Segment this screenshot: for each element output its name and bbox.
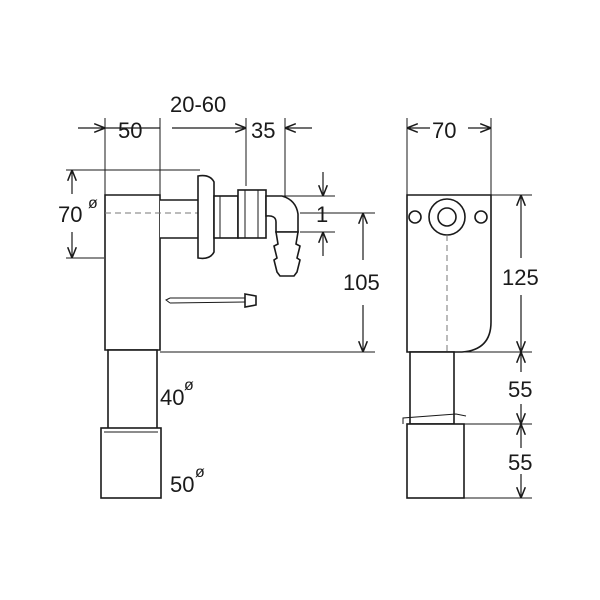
dim-1-label: 1 (316, 202, 328, 227)
dim-50-label: 50 (118, 118, 142, 143)
side-view (100, 174, 301, 499)
dim-35-label: 35 (251, 118, 275, 143)
dim-70-dia-symbol: ø (88, 195, 98, 212)
screw-hole-right (474, 210, 488, 224)
dim-105-label: 105 (343, 270, 380, 295)
pipe-50 (100, 427, 162, 499)
dim-50-dia-label: 50 (170, 472, 194, 497)
union-nut (213, 195, 239, 239)
horizontal-arm (160, 199, 201, 239)
front-boss-inner (437, 207, 457, 227)
dim-right-70-label: 70 (432, 118, 456, 143)
front-view (402, 194, 492, 499)
dim-55-upper-label: 55 (508, 377, 532, 402)
dim-70-label: 70 (58, 202, 82, 227)
dim-50-dia-symbol: ø (195, 464, 205, 481)
dim-125-label: 125 (502, 265, 539, 290)
side-view-dimensions: 50 20-60 35 70 ø 1 105 40 ø 50 ø (58, 92, 380, 497)
hose-elbow (265, 195, 299, 233)
wall-flange (197, 174, 215, 260)
front-lip (402, 413, 467, 424)
pipe-40 (107, 349, 158, 436)
connector (237, 189, 267, 239)
front-pipe-50 (406, 423, 465, 499)
dim-55-lower-label: 55 (508, 450, 532, 475)
screw (165, 293, 257, 308)
hose-barb (273, 231, 301, 277)
dim-40-label: 40 (160, 385, 184, 410)
body-elbow (104, 194, 161, 351)
screw-hole-left (408, 210, 422, 224)
front-view-dimensions: 70 125 55 55 (406, 118, 539, 499)
dim-40-dia-symbol: ø (184, 377, 194, 394)
front-pipe-40 (409, 351, 455, 425)
dim-20-60-label: 20-60 (170, 92, 226, 117)
